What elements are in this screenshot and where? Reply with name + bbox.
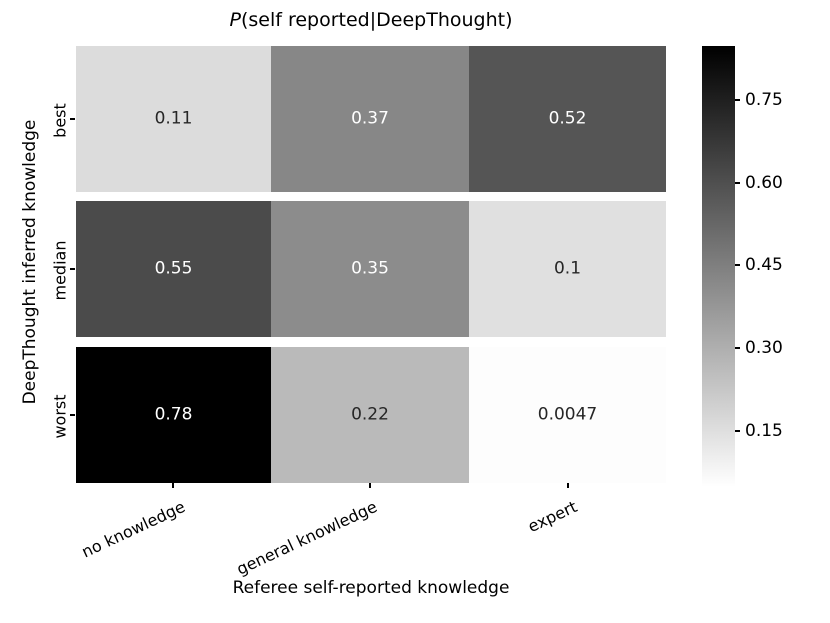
- heatmap-cell-median-no-knowledge[interactable]: 0.55: [76, 201, 271, 337]
- chart-title: P(self reported|DeepThought): [0, 9, 742, 31]
- colorbar-tick-4: [735, 430, 740, 432]
- colorbar-tick-2: [735, 264, 740, 266]
- chart-title-rest: (self reported|DeepThought): [240, 9, 513, 31]
- heatmap-cell-worst-general-knowledge[interactable]: 0.22: [271, 347, 469, 483]
- cell-value: 0.52: [548, 108, 587, 129]
- cell-value: 0.22: [351, 404, 389, 425]
- cell-value: 0.55: [154, 258, 193, 279]
- colorbar-gradient: [702, 46, 735, 487]
- cell-value: 0.1: [553, 258, 582, 279]
- x-tick-no-knowledge: [172, 483, 174, 488]
- y-axis-label: DeepThought inferred knowledge: [20, 119, 40, 405]
- colorbar-tick-3: [735, 347, 740, 349]
- y-tick-best: [70, 118, 75, 120]
- colorbar-tick-label-4: 0.15: [745, 421, 783, 441]
- y-tick-median: [70, 268, 75, 270]
- heatmap-cell-best-expert[interactable]: 0.52: [469, 46, 666, 192]
- colorbar: 0.75 0.60 0.45 0.30 0.15: [702, 46, 783, 487]
- y-tick-label-best: best: [50, 103, 70, 138]
- y-tick-label-worst: worst: [50, 394, 70, 439]
- x-axis-label: Referee self-reported knowledge: [232, 578, 510, 598]
- cell-value: 0.37: [351, 108, 389, 129]
- x-tick-label-expert: expert: [524, 497, 581, 537]
- x-tick-label-no-knowledge: no knowledge: [78, 497, 189, 562]
- y-tick-label-median: median: [50, 240, 70, 301]
- plot-area: 0.11 0.37 0.52 0.55 0.35 0.1 0.78 0.22 0…: [76, 46, 666, 483]
- cell-value: 0.78: [154, 404, 193, 425]
- x-tick-general-knowledge: [369, 483, 371, 488]
- heatmap-cell-median-general-knowledge[interactable]: 0.35: [271, 201, 469, 337]
- chart-title-italic-prefix: P: [229, 9, 241, 31]
- heatmap-cell-best-no-knowledge[interactable]: 0.11: [76, 46, 271, 192]
- cell-value: 0.35: [351, 258, 389, 279]
- colorbar-tick-label-1: 0.60: [745, 173, 783, 193]
- colorbar-tick-1: [735, 182, 740, 184]
- heatmap-cell-best-general-knowledge[interactable]: 0.37: [271, 46, 469, 192]
- colorbar-tick-label-0: 0.75: [745, 90, 783, 110]
- heatmap-cell-median-expert[interactable]: 0.1: [469, 201, 666, 337]
- colorbar-tick-0: [735, 99, 740, 101]
- x-tick-expert: [567, 483, 569, 488]
- heatmap-cell-worst-no-knowledge[interactable]: 0.78: [76, 347, 271, 483]
- x-tick-label-general-knowledge: general knowledge: [233, 497, 381, 579]
- cell-value: 0.11: [154, 108, 193, 129]
- cell-value: 0.0047: [537, 404, 598, 425]
- y-tick-worst: [70, 414, 75, 416]
- colorbar-tick-label-2: 0.45: [745, 255, 783, 275]
- heatmap-cell-worst-expert[interactable]: 0.0047: [469, 347, 666, 483]
- colorbar-tick-label-3: 0.30: [745, 338, 783, 358]
